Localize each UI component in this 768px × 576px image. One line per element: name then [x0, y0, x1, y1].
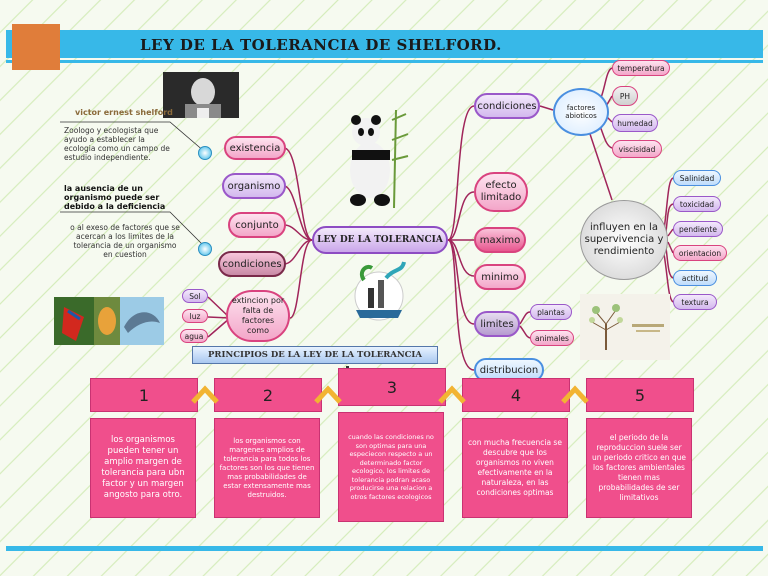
chevron-up-icon	[438, 385, 466, 404]
chevron-up-icon	[314, 385, 342, 404]
node-minimo[interactable]: minimo	[474, 264, 526, 290]
node-influyen[interactable]: influyen en la supervivencia y rendimien…	[580, 200, 668, 280]
expand-dot-icon[interactable]	[198, 146, 212, 160]
influence-salinidad[interactable]: Salinidad	[673, 170, 721, 186]
node-factores-abioticos[interactable]: factores abioticos	[553, 88, 609, 136]
principle-text-5: el periodo de la reproduccion suele ser …	[586, 418, 692, 518]
person-description: Zoologo y ecologista que ayudo a estable…	[64, 126, 170, 162]
principle-number-3: 3	[338, 368, 446, 406]
chevron-up-icon	[561, 385, 589, 404]
influence-actitud[interactable]: actitud	[673, 270, 717, 286]
ecosystem-icon	[348, 258, 410, 324]
node-organismo[interactable]: organismo	[222, 173, 286, 199]
panda-image	[346, 109, 412, 209]
principle-text-2: los organismos con margenes amplios de t…	[214, 418, 320, 518]
node-efecto-limitado[interactable]: efecto limitado	[474, 172, 528, 212]
chip-agua[interactable]: agua	[180, 329, 208, 343]
influence-orientacion[interactable]: orientacion	[673, 245, 727, 261]
chip-luz[interactable]: luz	[182, 309, 208, 323]
node-limites[interactable]: limites	[474, 311, 520, 337]
node-extincion[interactable]: extincion por falta de factores como	[226, 290, 290, 342]
principle-text-3: cuando las condiciones no son optimas pa…	[338, 412, 444, 522]
principios-title: PRINCIPIOS DE LA LEY DE LA TOLERANCIA	[192, 346, 438, 364]
bottom-bar	[6, 546, 763, 551]
principle-number-5: 5	[586, 378, 694, 412]
abiotic-viscisidad[interactable]: viscisidad	[612, 140, 662, 158]
principle-number-1: 1	[90, 378, 198, 412]
title-bar	[6, 30, 763, 58]
chip-sol[interactable]: Sol	[182, 289, 208, 303]
marker-dot	[346, 366, 349, 369]
title-underline	[6, 60, 763, 63]
node-condiciones-left[interactable]: condiciones	[218, 251, 286, 277]
person-name: victor ernest shelford	[75, 108, 173, 117]
principle-text-4: con mucha frecuencia se descubre que los…	[462, 418, 568, 518]
principle-number-4: 4	[462, 378, 570, 412]
abiotic-ph[interactable]: PH	[612, 86, 638, 106]
abiotic-temperatura[interactable]: temperatura	[612, 60, 670, 76]
influence-pendiente[interactable]: pendiente	[673, 221, 723, 237]
expand-dot-icon[interactable]	[198, 242, 212, 256]
corner-square	[12, 24, 60, 70]
center-node[interactable]: LEY DE LA TOLERANCIA	[312, 226, 448, 254]
chevron-up-icon	[191, 385, 219, 404]
animals-photo	[54, 297, 164, 345]
principle-text-1: los organismos pueden tener un amplio ma…	[90, 418, 196, 518]
page-title: LEY DE LA TOLERANCIA DE SHELFORD.	[140, 36, 502, 54]
abiotic-humedad[interactable]: humedad	[612, 114, 658, 132]
node-maximo[interactable]: maximo	[474, 227, 526, 253]
absence-detail: o al exeso de factores que se acercan a …	[70, 223, 180, 259]
absence-heading: la ausencia de un organismo puede ser de…	[64, 184, 166, 211]
limites-animales[interactable]: animales	[530, 330, 574, 346]
node-condiciones-right[interactable]: condiciones	[474, 93, 540, 119]
influence-toxicidad[interactable]: toxicidad	[673, 196, 721, 212]
tree-diagram-image	[580, 294, 670, 360]
influence-textura[interactable]: textura	[673, 294, 717, 310]
principle-number-2: 2	[214, 378, 322, 412]
shelford-photo	[163, 72, 239, 118]
node-existencia[interactable]: existencia	[224, 136, 286, 160]
limites-plantas[interactable]: plantas	[530, 304, 572, 320]
node-conjunto[interactable]: conjunto	[228, 212, 286, 238]
